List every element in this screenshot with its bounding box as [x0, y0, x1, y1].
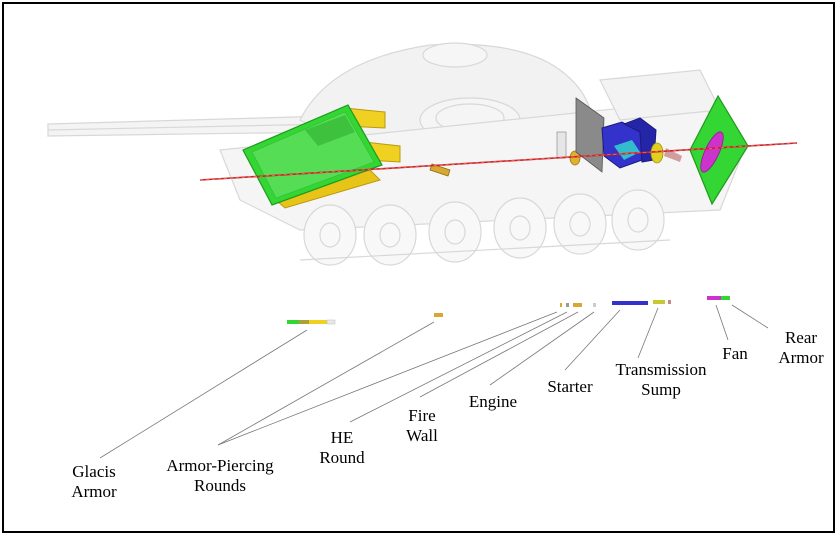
label-fire-wall-line1: Fire	[408, 406, 436, 425]
strip-ap-rounds	[309, 320, 327, 324]
strip-transmission-end	[668, 300, 671, 304]
label-transmission-sump-line1: Transmission	[615, 360, 707, 379]
leader-glacis-armor	[99, 329, 308, 459]
glacis-armor-shape	[242, 104, 383, 206]
component-strip	[287, 296, 730, 325]
leader-fan	[715, 304, 729, 341]
label-he-round-line2: Round	[319, 448, 365, 467]
label-glacis-armor-line2: Armor	[71, 482, 117, 501]
strip-starter	[612, 301, 648, 305]
strip-engine-a	[573, 303, 582, 307]
he-round-shape	[429, 163, 451, 177]
label-transmission-sump: Transmission Sump	[602, 360, 720, 400]
label-starter: Starter	[535, 377, 605, 397]
fire-wall-shape	[575, 97, 605, 173]
leader-ap-rounds-b	[217, 311, 558, 446]
leader-lines	[99, 304, 769, 459]
label-fan-text: Fan	[722, 344, 748, 363]
leader-ap-rounds-a	[217, 321, 435, 446]
leader-starter	[564, 309, 621, 371]
strip-ap-rounds-end	[326, 319, 336, 325]
strip-glacis-mid	[299, 320, 309, 324]
starter-shape	[556, 131, 567, 159]
label-he-round: HE Round	[312, 428, 372, 468]
strip-he-round	[434, 313, 443, 317]
label-he-round-line1: HE	[330, 428, 354, 447]
label-fire-wall: Fire Wall	[392, 406, 452, 446]
label-engine-text: Engine	[468, 392, 518, 411]
label-rear-armor-line1: Rear	[784, 328, 818, 347]
label-starter-text: Starter	[547, 377, 593, 396]
leader-fire-wall	[419, 311, 579, 398]
strip-fan	[707, 296, 721, 300]
label-ap-rounds-line1: Armor-Piercing	[166, 456, 274, 475]
label-fire-wall-line2: Wall	[406, 426, 438, 445]
strip-rear-armor	[721, 296, 730, 300]
label-armor-piercing-rounds: Armor-Piercing Rounds	[150, 456, 290, 496]
leader-engine	[489, 311, 595, 386]
strip-transmission-sump	[653, 300, 665, 304]
strip-fire-wall-b	[566, 303, 569, 307]
label-fan: Fan	[712, 344, 758, 364]
label-engine: Engine	[458, 392, 528, 412]
label-transmission-sump-line2: Sump	[641, 380, 681, 399]
strip-engine-b	[593, 303, 596, 307]
strip-fire-wall-a	[560, 303, 562, 307]
label-glacis-armor: Glacis Armor	[56, 462, 132, 502]
transmission-sump-shape	[650, 142, 664, 164]
label-rear-armor-line2: Armor	[778, 348, 824, 367]
leader-he-round	[349, 311, 568, 423]
engine-shape	[601, 117, 657, 169]
leader-rear-armor	[731, 304, 769, 329]
small-part-shape	[569, 150, 581, 166]
shot-line-highlight	[199, 142, 798, 181]
strip-glacis	[287, 320, 299, 324]
label-ap-rounds-line2: Rounds	[194, 476, 246, 495]
label-rear-armor: Rear Armor	[768, 328, 834, 368]
label-glacis-armor-line1: Glacis	[72, 462, 116, 481]
leader-transmission-sump	[637, 307, 659, 359]
